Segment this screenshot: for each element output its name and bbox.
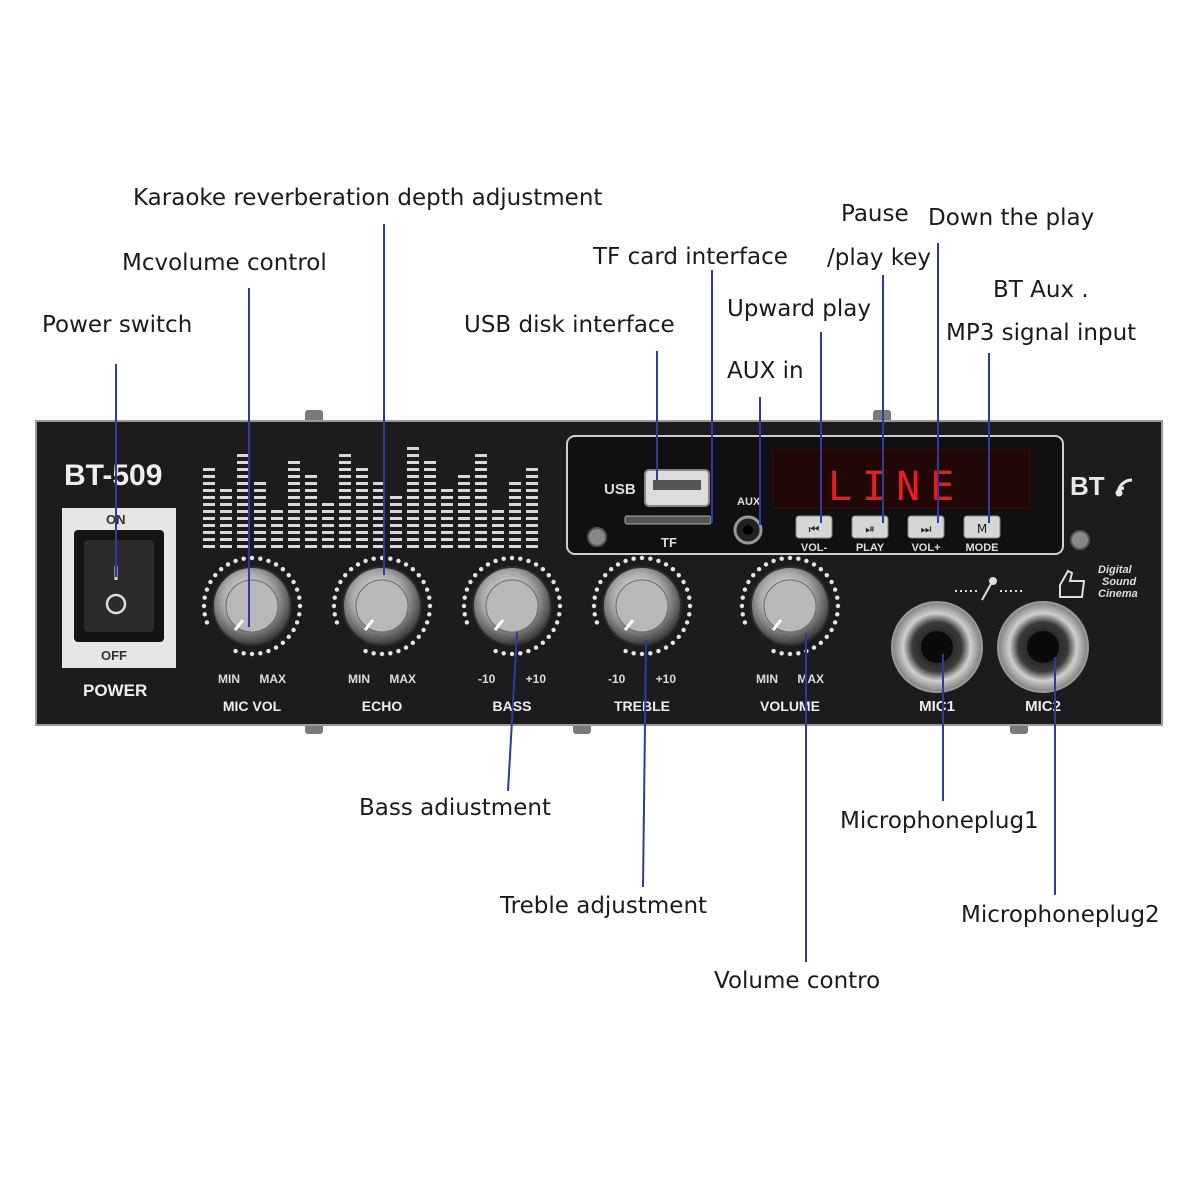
mic-jack-label: MIC2 — [1025, 698, 1061, 715]
play-pause-icon: ⏯ — [865, 522, 875, 536]
leader-lines — [115, 224, 1056, 962]
callout-treble: Treble adjustment — [500, 893, 708, 919]
microphone-icon — [955, 577, 1022, 601]
media-button-label: MODE — [966, 542, 999, 554]
next-icon: ⏭ — [921, 522, 932, 536]
knob-min-label: MIN — [756, 672, 778, 686]
callout-upward-play: Upward play — [727, 296, 871, 322]
mic-jack-1[interactable] — [891, 601, 983, 693]
mic-jack-2[interactable] — [997, 601, 1089, 693]
media-buttons: ⏮ VOL- ⏯ PLAY ⏭ VOL+ M MODE — [795, 515, 1001, 554]
media-button-play[interactable]: ⏯ PLAY — [851, 515, 889, 554]
callout-pause: Pause — [841, 201, 909, 227]
media-button-label: VOL+ — [911, 542, 940, 554]
callout-mic-plug1: Microphoneplug1 — [840, 808, 1039, 834]
wireless-icon — [1115, 478, 1133, 497]
media-button-mode[interactable]: M MODE — [963, 515, 1001, 554]
power-switch[interactable]: ON OFF — [62, 508, 176, 668]
thumbs-up-icon — [1059, 569, 1086, 598]
knob-name-label: ECHO — [362, 698, 403, 714]
callout-aux-in: AUX in — [727, 358, 804, 384]
callout-mic-volume: Mcvolume control — [122, 250, 327, 276]
aux-label: AUX — [737, 496, 761, 508]
model-label: BT-509 — [64, 459, 162, 492]
mic-jack-label: MIC1 — [919, 698, 955, 715]
callout-volume: Volume contro — [714, 968, 881, 994]
usb-label: USB — [604, 481, 636, 498]
knob-max-label: +10 — [526, 672, 547, 686]
led-display-text: LINE — [828, 464, 964, 510]
tf-card-slot[interactable] — [624, 515, 712, 525]
callout-power-switch: Power switch — [42, 312, 193, 338]
callout-mp3-input: MP3 signal input — [946, 320, 1137, 346]
media-button-label: PLAY — [856, 542, 885, 554]
knob-max-label: MAX — [259, 672, 286, 686]
knob-min-label: MIN — [348, 672, 370, 686]
knob-max-label: MAX — [797, 672, 824, 686]
knob-echo[interactable] — [331, 555, 433, 657]
knob-volume[interactable] — [739, 555, 841, 657]
knob-min-label: -10 — [608, 672, 626, 686]
callout-bt-aux: BT Aux . — [993, 277, 1089, 303]
media-button-vol[interactable]: ⏮ VOL- — [795, 515, 833, 554]
callout-karaoke-reverb: Karaoke reverberation depth adjustment — [133, 185, 603, 211]
knob-treble[interactable] — [591, 555, 693, 657]
switch-off-label: OFF — [101, 648, 127, 663]
knob-max-label: MAX — [389, 672, 416, 686]
callout-bass: Bass adiustment — [359, 795, 551, 821]
digital-sound-badge: Digital Sound Cinema — [1059, 564, 1138, 600]
screw-icon — [1070, 530, 1090, 550]
media-button-label: VOL- — [801, 542, 828, 554]
knob-name-label: MIC VOL — [223, 698, 282, 714]
led-display — [772, 449, 1031, 509]
knob-min-label: MIN — [218, 672, 240, 686]
callout-mic-plug2: Microphoneplug2 — [961, 902, 1160, 928]
knob-mic-vol[interactable] — [201, 555, 303, 657]
callout-usb-disk: USB disk interface — [464, 312, 675, 338]
knob-bass[interactable] — [461, 555, 563, 657]
media-module: USB AUX TF LINE BT — [566, 435, 1133, 555]
tf-label: TF — [661, 535, 677, 550]
knob-min-label: -10 — [478, 672, 496, 686]
bt-logo: BT — [1070, 471, 1105, 501]
previous-icon: ⏮ — [809, 522, 820, 536]
callout-tf-card: TF card interface — [593, 244, 788, 270]
knob-max-label: +10 — [656, 672, 677, 686]
power-label: POWER — [83, 681, 147, 700]
callout-play-key: /play key — [827, 245, 932, 271]
screw-icon — [587, 527, 607, 547]
media-button-vol[interactable]: ⏭ VOL+ — [907, 515, 945, 554]
knob-name-label: TREBLE — [614, 698, 670, 714]
digital-sound-line3: Cinema — [1098, 588, 1138, 600]
digital-sound-line2: Sound — [1102, 576, 1136, 588]
mic-jacks: MIC1 MIC2 — [891, 601, 1089, 715]
mode-icon: M — [977, 522, 987, 536]
knob-name-label: VOLUME — [760, 698, 820, 714]
callout-down-play: Down the play — [928, 205, 1095, 231]
digital-sound-line1: Digital — [1098, 564, 1133, 576]
vu-meter-graphic — [203, 447, 538, 548]
